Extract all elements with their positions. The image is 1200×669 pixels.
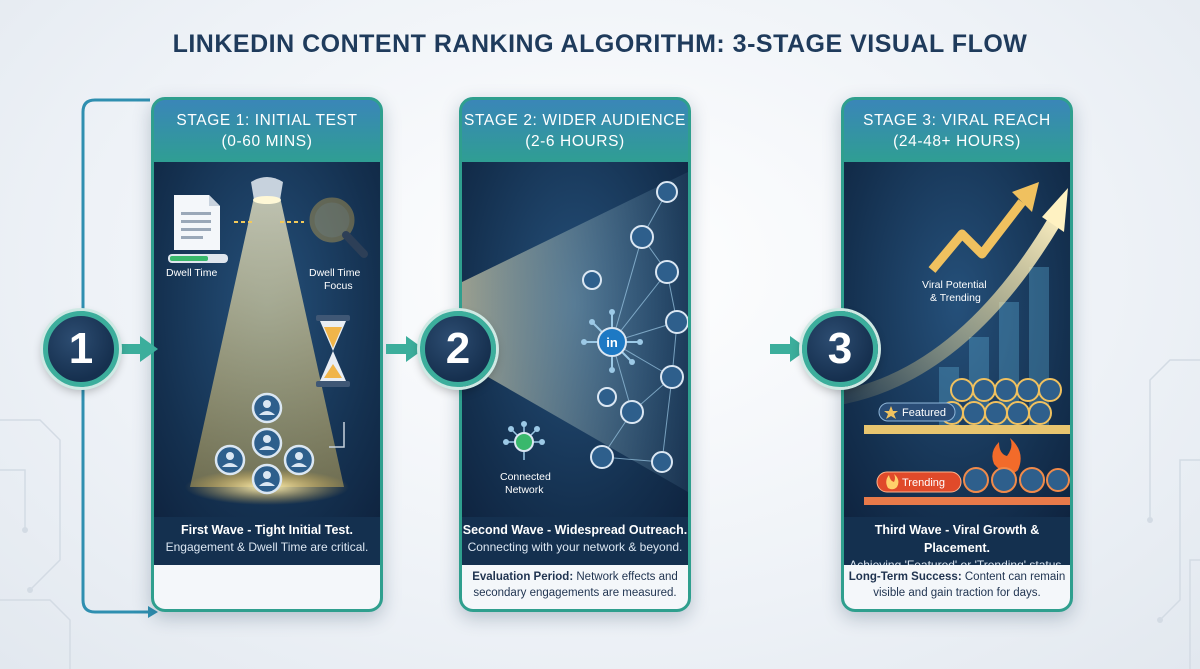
stage-1-wave-title: First Wave - Tight Initial Test. [180, 523, 353, 537]
network-avatars [582, 181, 688, 473]
stage-2-wave-title: Second Wave - Widespread Outreach. [462, 523, 688, 537]
star-icon [884, 406, 898, 419]
linkedin-logo-text: in [606, 335, 618, 350]
stage-3-header: STAGE 3: VIRAL REACH (24-48+ HOURS) [844, 100, 1070, 162]
featured-avatars [940, 378, 1062, 425]
stage-2-wave-subtitle: Connecting with your network & beyond. [467, 540, 683, 554]
stage-2-scene: in Connected Network [462, 162, 688, 517]
arrow-1-icon [120, 336, 158, 362]
stage-2-header: STAGE 2: WIDER AUDIENCE (2-6 HOURS) [462, 100, 688, 162]
connected-network-label-2: Network [505, 484, 544, 496]
stage-3-footer-text: Content can remain [961, 571, 1066, 583]
stage-2-title: STAGE 2: WIDER AUDIENCE [464, 112, 686, 129]
dwell-time-label: Dwell Time [166, 267, 218, 279]
stage-1-number-badge: 1 [43, 311, 119, 387]
stage-3-title: STAGE 3: VIRAL REACH [863, 112, 1051, 129]
linkedin-hub-icon: in [581, 309, 643, 373]
stage-1-wave: First Wave - Tight Initial Test. Engagem… [154, 517, 380, 565]
stage-3-footer-text-2: visible and gain traction for days. [873, 587, 1041, 599]
stage-2-footer-heading: Evaluation Period: [472, 571, 574, 583]
trending-avatars [963, 467, 1070, 493]
stage-3-scene: Viral Potential & Trending Featured Tren… [844, 162, 1070, 517]
connected-network-label-1: Connected [500, 471, 551, 483]
stage-1-header: STAGE 1: INITIAL TEST (0-60 MINS) [154, 100, 380, 162]
stage-3-card: STAGE 3: VIRAL REACH (24-48+ HOURS) [841, 97, 1073, 612]
document-icon [168, 195, 228, 263]
stage-1-footer [154, 565, 380, 609]
dwell-focus-label-1: Dwell Time [309, 267, 361, 279]
stage-1-wave-subtitle: Engagement & Dwell Time are critical. [165, 540, 369, 554]
fire-icon [992, 438, 1021, 474]
trending-label: Trending [902, 477, 945, 489]
stage-2-wave: Second Wave - Widespread Outreach. Conne… [462, 517, 688, 565]
hourglass-icon [316, 315, 350, 387]
stage-2-number-badge: 2 [420, 311, 496, 387]
stage-3-duration: (24-48+ HOURS) [893, 133, 1021, 150]
stage-2-duration: (2-6 HOURS) [525, 133, 625, 150]
stage-3-wave: Third Wave - Viral Growth & Placement. A… [844, 517, 1070, 572]
viral-label-2: & Trending [930, 292, 981, 304]
dwell-focus-label-2: Focus [324, 280, 353, 292]
network-icon [503, 421, 545, 460]
page-title: LINKEDIN CONTENT RANKING ALGORITHM: 3-ST… [172, 30, 1028, 58]
arrow-3-icon [770, 336, 808, 362]
stage-3-number-badge: 3 [802, 311, 878, 387]
trend-arrow-icon [928, 182, 1039, 273]
featured-label: Featured [902, 407, 946, 419]
viral-label-1: Viral Potential [922, 279, 987, 291]
stage-2-footer-text-2: secondary engagements are measured. [473, 587, 677, 599]
arrow-2-icon [386, 336, 424, 362]
stage-1-duration: (0-60 MINS) [221, 133, 313, 150]
magnifier-icon [309, 197, 368, 258]
stage-2-card: STAGE 2: WIDER AUDIENCE (2-6 HOURS) [459, 97, 691, 612]
stage-3-footer-heading: Long-Term Success: [848, 571, 962, 583]
spotlight-icon [251, 177, 283, 204]
stage-3-wave-title: Third Wave - Viral Growth & Placement. [874, 523, 1040, 555]
stage-1-scene: Dwell Time Dwell Time Focus [154, 162, 380, 517]
stage-1-card: STAGE 1: INITIAL TEST (0-60 MINS) [151, 97, 383, 612]
stage-2-footer-text: Network effects and [573, 571, 678, 583]
stage-3-footer: Long-Term Success: Content can remain vi… [844, 565, 1070, 609]
stage-1-title: STAGE 1: INITIAL TEST [176, 112, 358, 129]
stage-2-footer: Evaluation Period: Network effects and s… [462, 565, 688, 609]
